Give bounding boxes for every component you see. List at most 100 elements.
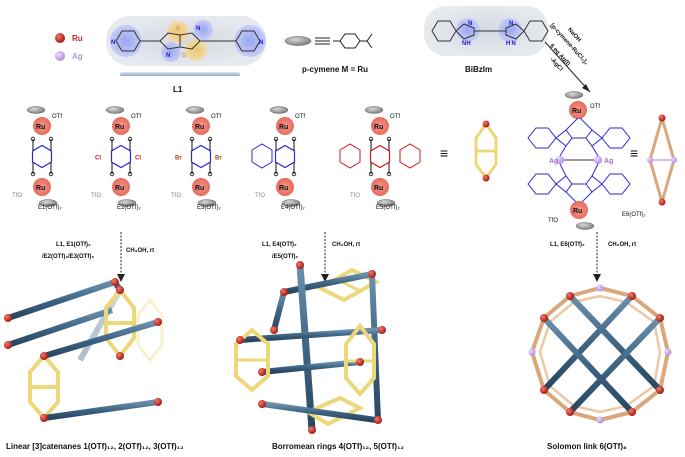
e2-ru-bottom-label: Ru [115, 185, 124, 192]
e3-otf-label: OTf [211, 114, 221, 120]
e4-ru-bottom-label: Ru [279, 185, 288, 192]
e6-label: E6(OTf)₂ [622, 212, 646, 218]
pcymene-disc-icon [284, 36, 312, 46]
arrow1-left-label-2: /E2(OTf)₂/E3(OTf)₂ [42, 254, 94, 260]
e1-tfo-label: TfO [12, 193, 22, 199]
e3-ru-bottom-label: Ru [195, 185, 204, 192]
ag-atom-legend-icon [55, 51, 65, 61]
arrow2-left-label-2: /E5(OTf)₂ [272, 254, 298, 260]
legend-ag-label: Ag [72, 52, 83, 61]
e4-quinone-ring [274, 144, 296, 169]
bibzim-nh-1: NH [462, 41, 471, 47]
yellow-bridge-icon [474, 120, 498, 182]
e3-ru-bottom-halo [192, 178, 210, 196]
e5-cap-bottom-icon [376, 199, 396, 207]
reaction-arrow-top [544, 41, 591, 93]
e1-label: E1(OTf)₂ [38, 205, 62, 211]
e2-ru-bottom-halo [112, 178, 130, 196]
e5-ru-top-halo [371, 117, 389, 135]
l1-n-bottom: N [166, 53, 170, 59]
e6-complex-structure: Ru OTf Ag Ag Ru TfO [527, 91, 631, 230]
arrow2-right-label: CH₃OH, rt [332, 242, 360, 248]
caption-borromean: Borromean rings 4(OTf)₁₂, 5(OTf)₁₂ [272, 442, 404, 451]
e6-otf-top: OTf [590, 104, 600, 110]
l1-n-right: N [259, 40, 263, 46]
e6-ag-right: Ag [604, 158, 613, 165]
e1-ru-top-halo [33, 117, 51, 135]
e3-quinone-ring [190, 144, 212, 169]
e2-otf-label: OTf [131, 114, 141, 120]
reaction-arrowhead-top-icon [582, 84, 590, 92]
bibzim-nh-2: H N [506, 41, 516, 47]
equiv-symbol-1: ≡ [440, 145, 448, 161]
solomon-link-structure [528, 284, 672, 424]
e5-otf-label: OTf [390, 114, 400, 120]
bibzim-label: BiBzIm [465, 65, 492, 74]
borromean-structure [234, 261, 386, 434]
e5-ru-top-label: Ru [374, 124, 383, 131]
e5-cap-top-icon [364, 106, 384, 114]
l1-length-bar [120, 72, 240, 76]
bibzim-n-2: N [509, 21, 513, 27]
e4-cap-bottom-icon [281, 199, 301, 207]
arrow1-left-label: L1, E1(OTf)₂ [56, 242, 91, 248]
e5-ring-extension [339, 143, 421, 169]
e4-otf-label: OTf [295, 114, 305, 120]
e1-quinone-ring [31, 144, 53, 169]
e1-cap-bottom-icon [38, 199, 58, 207]
e5-ru-bottom-label: Ru [374, 185, 383, 192]
e5-ru-bottom-halo [371, 178, 389, 196]
ligand-l1-label: L1 [173, 85, 183, 94]
e2-tfo-label: TfO [91, 193, 101, 199]
e4-ring-extension [251, 143, 273, 169]
arrow2-left-label: L1, E4(OTf)₂ [262, 242, 297, 248]
e2-cap-bottom-icon [117, 199, 137, 207]
arrow3-right-label: CH₃OH, rt [608, 242, 636, 248]
ligand-l1-structure: N N S S N N [106, 16, 266, 66]
pcymene-structure [333, 33, 373, 49]
bibzim-n-1: N [468, 21, 472, 27]
ru-atom-legend-icon [55, 33, 65, 43]
e6-ru-bottom: Ru [573, 208, 582, 215]
e1-ru-bottom-label: Ru [36, 185, 45, 192]
e4-ru-top-label: Ru [279, 124, 288, 131]
e6-ag-left: Ag [549, 158, 558, 165]
l1-n-top: N [196, 26, 200, 32]
e3-ru-top-label: Ru [195, 124, 204, 131]
e5-tfo-label: TfO [350, 193, 360, 199]
e1-otf-label: OTf [52, 114, 62, 120]
arrow1-right-label: CH₃OH, rt [126, 248, 154, 254]
e5-quinone-ring [369, 144, 391, 169]
e3-sub-left: Br [175, 156, 182, 162]
e4-ru-top-halo [276, 117, 294, 135]
e4-ru-bottom-halo [276, 178, 294, 196]
e6-tfo-bottom: TfO [548, 218, 558, 224]
e3-cap-bottom-icon [197, 199, 217, 207]
e1-cap-top-icon [26, 106, 46, 114]
arrow3-left-label: L1, E6(OTf)₂ [550, 242, 585, 248]
e2-sub-left: Cl [95, 156, 101, 162]
pcymene-label: p-cymene M = Ru [302, 65, 368, 74]
e2-quinone-ring [110, 144, 132, 169]
catenane-structure [4, 278, 164, 422]
legend-ru-label: Ru [72, 34, 83, 43]
e4-cap-top-icon [269, 106, 289, 114]
caption-solomon: Solomon link 6(OTf)₈ [547, 442, 627, 451]
e2-sub-right: Cl [135, 156, 141, 162]
e1-ru-top-label: Ru [36, 124, 45, 131]
l1-s-bottom: S [182, 53, 186, 59]
e3-sub-right: Br [215, 156, 222, 162]
e6-ru-top: Ru [572, 108, 581, 115]
e3-cap-top-icon [185, 106, 205, 114]
arrowhead-2-icon [321, 274, 329, 282]
caption-catenanes: Linear [3]catenanes 1(OTf)₁₂, 2(OTf)₁₂, … [6, 442, 184, 451]
e4-label: E4(OTf)₂ [281, 205, 305, 211]
e1-ru-bottom-halo [33, 178, 51, 196]
l1-n-left: N [111, 40, 115, 46]
e2-ru-top-label: Ru [115, 124, 124, 131]
bibzim-structure: N NH N H N [424, 6, 549, 56]
l1-s-top: S [176, 26, 180, 32]
